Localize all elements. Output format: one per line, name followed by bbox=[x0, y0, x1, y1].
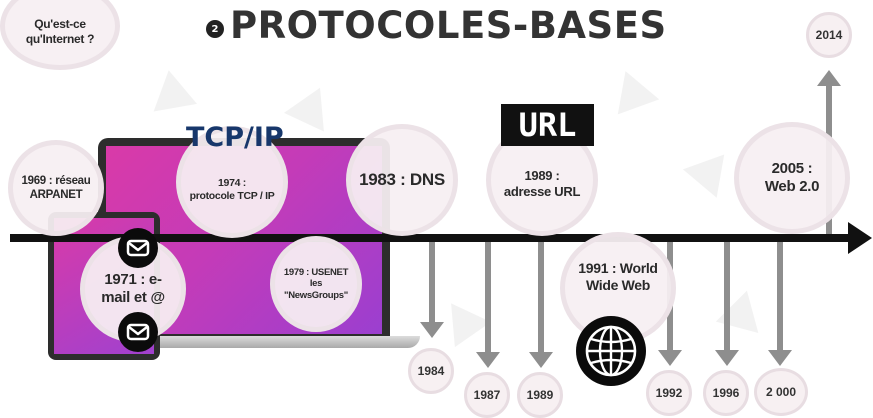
arrow-down-1989 bbox=[529, 242, 553, 368]
arrow-down-1996 bbox=[715, 242, 739, 366]
page-title: PROTOCOLES-BASES bbox=[230, 4, 667, 47]
year-2000[interactable]: 2 000 bbox=[754, 368, 808, 416]
timeline-axis bbox=[10, 234, 852, 242]
year-1992[interactable]: 1992 bbox=[646, 370, 692, 416]
background-triangle bbox=[147, 66, 197, 112]
intro-label: Qu'est-ce qu'Internet ? bbox=[25, 17, 95, 46]
globe-icon bbox=[576, 316, 646, 386]
url-label: URL bbox=[501, 104, 594, 146]
year-1987[interactable]: 1987 bbox=[464, 372, 510, 418]
bubble-2005-web2[interactable]: 2005 : Web 2.0 bbox=[734, 122, 850, 234]
web2-label: 2005 : Web 2.0 bbox=[764, 159, 820, 195]
year-1996[interactable]: 1996 bbox=[703, 370, 749, 416]
dns-label: 1983 : DNS bbox=[359, 169, 445, 189]
background-triangle bbox=[433, 290, 491, 348]
bubble-1969-arpanet[interactable]: 1969 : réseau ARPANET bbox=[8, 140, 104, 236]
bubble-1983-dns[interactable]: 1983 : DNS bbox=[346, 124, 458, 236]
background-triangle bbox=[604, 63, 660, 115]
email-label: 1971 : e- mail et @ bbox=[101, 270, 165, 306]
tcp-event-label: 1974 : protocole TCP / IP bbox=[189, 177, 275, 202]
www-label: 1991 : World Wide Web bbox=[578, 259, 658, 293]
year-1989[interactable]: 1989 bbox=[517, 372, 563, 418]
url-event-label: 1989 : adresse URL bbox=[503, 168, 581, 199]
usenet-label: 1979 : USENET les "NewsGroups" bbox=[283, 266, 349, 301]
bubble-intro[interactable]: Qu'est-ce qu'Internet ? bbox=[0, 0, 120, 70]
bubble-1979-usenet[interactable]: 1979 : USENET les "NewsGroups" bbox=[270, 236, 362, 332]
title-number-badge: 2 bbox=[206, 20, 224, 38]
arrow-down-2000 bbox=[768, 242, 792, 366]
background-triangle bbox=[284, 78, 340, 132]
arrow-down-1987 bbox=[476, 242, 500, 368]
mail-icon bbox=[118, 228, 158, 268]
arpanet-label: 1969 : réseau ARPANET bbox=[21, 174, 91, 201]
year-2014[interactable]: 2014 bbox=[806, 12, 852, 58]
arrow-down-1984 bbox=[420, 242, 444, 338]
mail-icon bbox=[118, 312, 158, 352]
tcp-ip-label: TCP/IP bbox=[186, 122, 284, 153]
timeline-arrowhead bbox=[848, 222, 872, 254]
background-triangle bbox=[682, 140, 742, 198]
year-1984[interactable]: 1984 bbox=[408, 348, 454, 394]
bubble-1974-tcp[interactable]: 1974 : protocole TCP / IP bbox=[176, 126, 288, 238]
